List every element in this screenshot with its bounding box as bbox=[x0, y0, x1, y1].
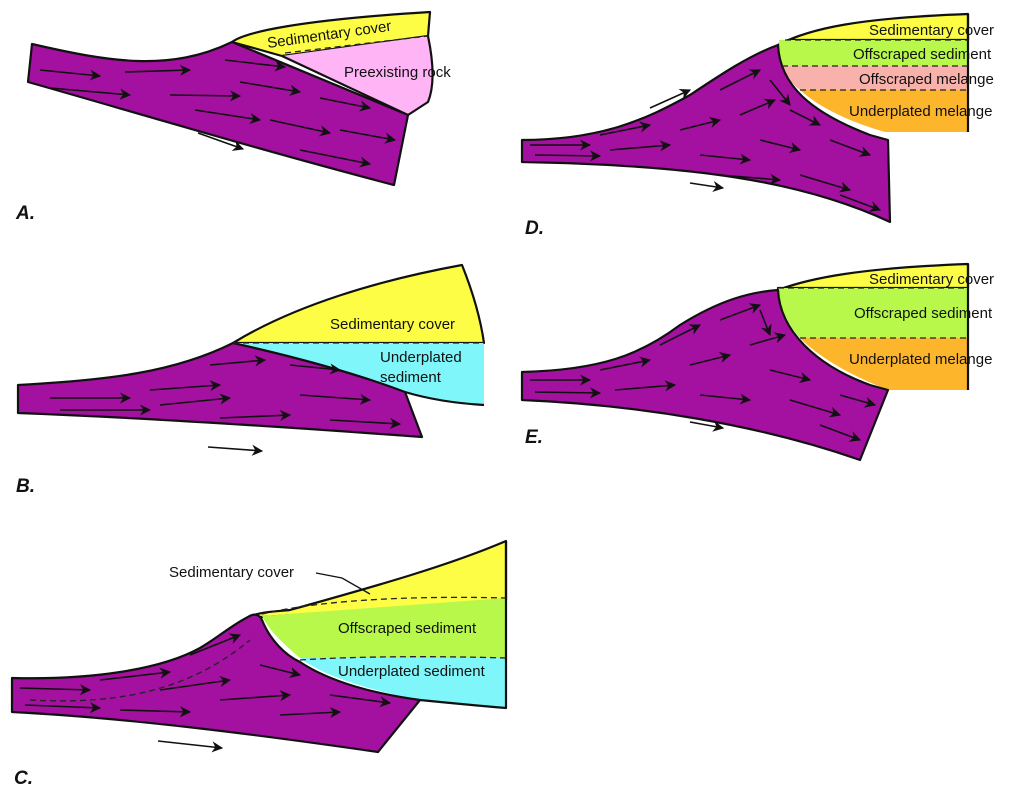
panel-d-sedimentary-cover-label: Sedimentary cover bbox=[869, 22, 994, 39]
panel-e-sedimentary-cover-label: Sedimentary cover bbox=[869, 271, 994, 288]
panel-e: Sedimentary cover Offscraped sediment Un… bbox=[520, 262, 994, 462]
panel-e-underplated-melange-label: Underplated melange bbox=[849, 351, 992, 368]
panel-a-contact-dashed bbox=[284, 35, 429, 54]
panel-c-slab-unit bbox=[10, 613, 422, 754]
panel-b-underplated-label-line1: Underplated bbox=[380, 349, 462, 366]
panel-d-offscraped-melange-label: Offscraped melange bbox=[859, 71, 994, 88]
panel-c-underplated-sediment-unit bbox=[300, 658, 506, 708]
panel-c-plate-motion-arrow bbox=[157, 740, 224, 753]
panel-b-sedimentary-cover-unit bbox=[231, 263, 486, 345]
panel-c-internal-dashed bbox=[29, 639, 251, 702]
panel-e-plate-motion-arrow bbox=[689, 420, 725, 432]
panel-e-letter: E. bbox=[525, 427, 543, 448]
panel-c-sedimentary-cover-label: Sedimentary cover bbox=[169, 564, 294, 581]
panel-c-contact-dashed-lower bbox=[299, 656, 507, 661]
panel-b: Sedimentary cover Underplated sediment B… bbox=[16, 263, 486, 497]
panel-e-flow-arrows bbox=[530, 303, 877, 442]
panel-b-underplated-label-line2: sediment bbox=[380, 369, 442, 386]
panel-d: Sedimentary cover Offscraped sediment Of… bbox=[520, 12, 994, 239]
panel-e-offscraped-sediment-unit bbox=[778, 288, 968, 338]
panel-c-contact-dashed-upper bbox=[261, 596, 507, 615]
panel-a-flow-arrows bbox=[39, 59, 397, 168]
panel-c-flow-arrows bbox=[19, 633, 392, 719]
panel-d-underplated-melange-label: Underplated melange bbox=[849, 103, 992, 120]
panel-c-offscraped-sediment-label: Offscraped sediment bbox=[338, 620, 477, 637]
panel-c-offscraped-sediment-unit bbox=[262, 598, 506, 658]
panel-b-underplated-sediment-outline bbox=[404, 390, 485, 407]
panel-c-leader-line bbox=[315, 572, 371, 595]
panel-c: Sedimentary cover Offscraped sediment Un… bbox=[10, 539, 508, 789]
panel-e-slab-unit bbox=[520, 288, 890, 462]
panel-a-preexisting-rock-unit bbox=[282, 36, 433, 115]
panel-b-letter: B. bbox=[16, 476, 35, 497]
panel-d-offscraped-melange-unit bbox=[782, 66, 968, 90]
panel-c-wedge-outline bbox=[419, 541, 508, 710]
panel-a-letter: A. bbox=[15, 203, 35, 224]
panel-c-underplated-sediment-label: Underplated sediment bbox=[338, 663, 486, 680]
panel-d-offscraped-sediment-label: Offscraped sediment bbox=[853, 46, 992, 63]
panel-d-offscraped-sediment-unit bbox=[779, 40, 968, 66]
panel-d-plate-motion-arrow bbox=[689, 180, 725, 193]
panel-a-preexisting-rock-label: Preexisting rock bbox=[344, 64, 451, 81]
panel-e-offscraped-sediment-label: Offscraped sediment bbox=[854, 305, 993, 322]
panel-a-plate-motion-arrow bbox=[197, 132, 245, 151]
panel-a-sedimentary-cover-unit bbox=[230, 10, 432, 58]
panel-b-sedimentary-cover-label: Sedimentary cover bbox=[330, 316, 455, 333]
panel-d-flow-arrows bbox=[530, 69, 882, 212]
panel-c-letter: C. bbox=[14, 768, 33, 789]
panel-d-underplated-melange-unit bbox=[800, 90, 968, 132]
panel-b-flow-arrows bbox=[50, 355, 402, 430]
panel-a-preexisting-rock-outline bbox=[407, 35, 434, 116]
panel-e-underplated-melange-unit bbox=[800, 338, 968, 390]
panel-b-plate-motion-arrow bbox=[207, 444, 264, 456]
panel-a: Sedimentary cover Preexisting rock A. bbox=[15, 10, 451, 224]
panel-d-letter: D. bbox=[525, 218, 544, 239]
